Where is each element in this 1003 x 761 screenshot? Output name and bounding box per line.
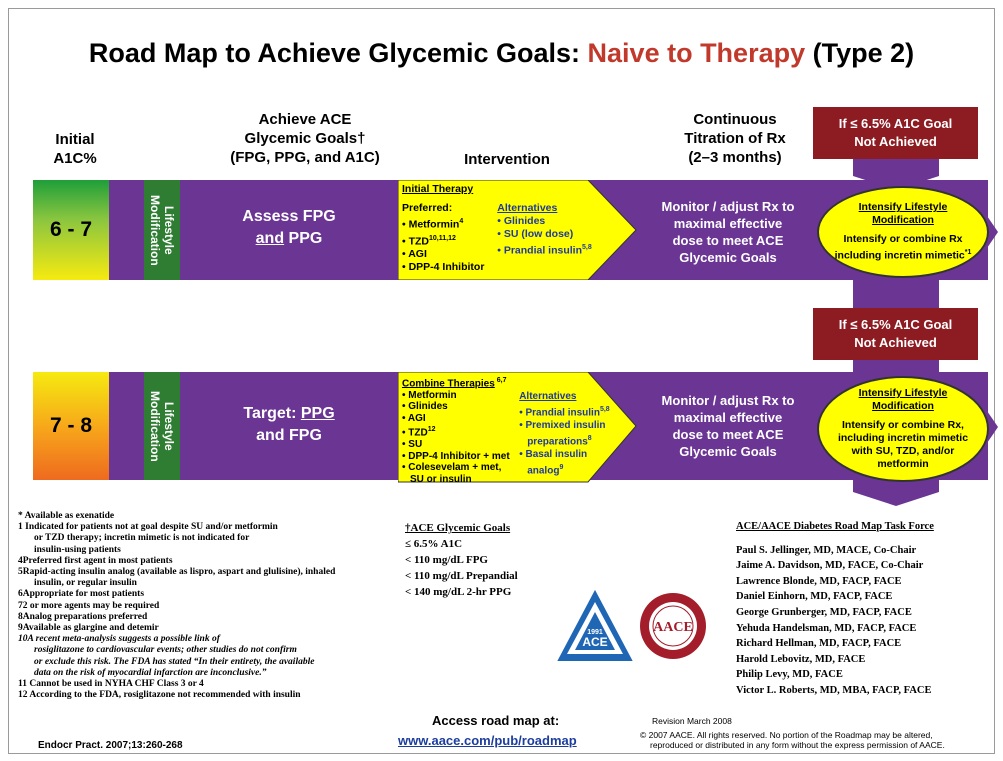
row1-therapy-arrow	[398, 180, 637, 280]
row2-therapy-box: Combine Therapies 6,7 • Metformin • Glin…	[402, 375, 612, 485]
right-arrow-tip-1	[985, 213, 998, 251]
down-arrow-head-bottom	[853, 478, 939, 506]
svg-text:AACE: AACE	[653, 620, 693, 635]
row2-intensify-oval: Intensify Lifestyle Modification Intensi…	[817, 376, 989, 482]
row2-monitor-text: Monitor / adjust Rx to maximal effective…	[661, 393, 795, 459]
task-force-list: ACE/AACE Diabetes Road Map Task Force Pa…	[736, 521, 934, 696]
title-main: Road Map to Achieve Glycemic Goals:	[88, 38, 588, 68]
glycemic-goals: †ACE Glycemic Goals ≤ 6.5% A1C < 110 mg/…	[405, 522, 518, 598]
slide-frame	[8, 8, 995, 754]
down-arrow-stem-2	[853, 276, 939, 308]
header-titration: Continuous Titration of Rx (2–3 months)	[684, 111, 786, 166]
title-suffix: (Type 2)	[805, 38, 915, 68]
down-arrow-stem-1	[853, 159, 939, 176]
header-initial-a1c: Initial A1C%	[53, 131, 97, 167]
logos: 1991 ACE AACE	[557, 589, 706, 661]
copyright-note: © 2007 AACE. All rights reserved. No por…	[640, 730, 945, 750]
row1-intensify-oval: Intensify Lifestyle Modification Intensi…	[817, 186, 989, 278]
header-achieve-goals: Achieve ACE Glycemic Goals† (FPG, PPG, a…	[230, 111, 380, 166]
row1-therapy-box: Initial Therapy Preferred: • Metformin4 …	[402, 183, 602, 274]
title-highlight: Naive to Therapy	[587, 38, 806, 68]
down-arrow-stem-3	[853, 360, 939, 372]
footnotes: * Available as exenatide 1 Indicated for…	[18, 511, 336, 701]
slide-title: Road Map to Achieve Glycemic Goals: Naiv…	[0, 38, 1003, 69]
access-label: Access road map at:	[432, 713, 560, 728]
row1-assess-text: Assess FPG and PPG	[242, 208, 336, 247]
aace-logo-icon: AACE	[640, 593, 706, 659]
roadmap-link[interactable]: www.aace.com/pub/roadmap	[398, 733, 577, 748]
row1-alternatives-list: Alternatives • Glinides • SU (low dose) …	[497, 202, 592, 257]
right-arrow-tip-2	[985, 408, 998, 446]
row2-therapy-arrow	[398, 372, 637, 483]
revision-note: Revision March 2008	[652, 716, 732, 726]
goal-not-achieved-box-1: If ≤ 6.5% A1C Goal Not Achieved	[813, 107, 978, 159]
goal-not-achieved-box-2: If ≤ 6.5% A1C Goal Not Achieved	[813, 308, 978, 360]
row2-alternatives-list: Alternatives • Prandial insulin5,8 • Pre…	[519, 390, 610, 477]
row2-a1c-range: 7 - 8	[33, 372, 109, 480]
row2-assess-text: Target: PPG and FPG	[243, 405, 335, 444]
ace-logo-icon: 1991 ACE	[557, 589, 633, 661]
svg-text:ACE: ACE	[582, 635, 607, 649]
header-intervention: Intervention	[464, 151, 550, 168]
svg-text:1991: 1991	[587, 629, 603, 636]
row1-a1c-range: 6 - 7	[33, 180, 109, 280]
row2-combine-list: • Metformin • Glinides • AGI • TZD12 • S…	[402, 389, 510, 485]
citation: Endocr Pract. 2007;13:260-268	[38, 740, 183, 751]
row1-preferred-list: Preferred: • Metformin4 • TZD10,11,12 • …	[402, 202, 485, 273]
row1-monitor-text: Monitor / adjust Rx to maximal effective…	[661, 199, 795, 265]
